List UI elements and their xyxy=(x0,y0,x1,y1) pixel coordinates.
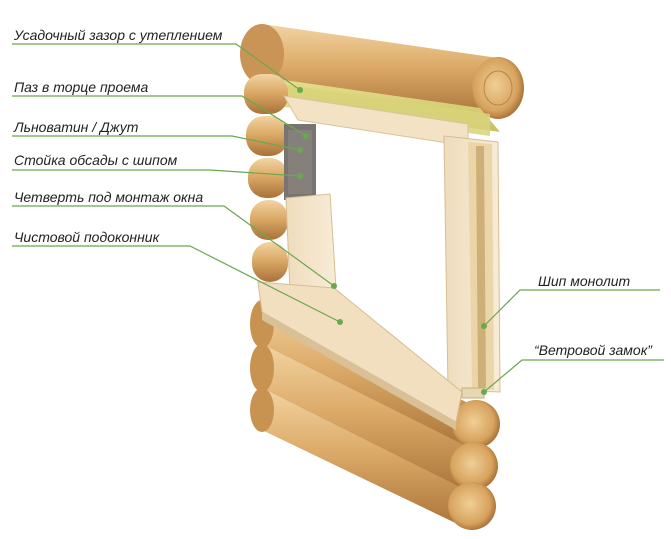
label-wind-lock: “Ветровой замок” xyxy=(534,342,652,358)
leader-shrink-gap xyxy=(12,43,301,91)
leader-flax-jute xyxy=(12,135,301,151)
label-monolith-tenon: Шип монолит xyxy=(538,273,631,289)
bottom-log-end-2 xyxy=(450,442,498,490)
leader-finish-sill xyxy=(12,245,341,323)
leader-window-rebate xyxy=(12,205,335,287)
left-wall-logs xyxy=(244,74,288,282)
leader-wind-lock xyxy=(483,359,664,393)
bottom-log-end-3 xyxy=(448,482,496,530)
marker-dots xyxy=(297,87,487,395)
label-flax-jute: Льноватин / Джут xyxy=(14,119,139,135)
leader-opening-groove xyxy=(12,95,307,137)
wind-lock xyxy=(461,387,485,399)
label-shrink-gap: Усадочный зазор с утеплением xyxy=(14,27,223,43)
bottom-logs xyxy=(250,300,500,530)
label-finish-sill: Чистовой подоконник xyxy=(14,229,160,245)
leader-casing-post xyxy=(12,169,301,177)
top-log-end xyxy=(472,57,524,119)
leader-lines xyxy=(12,43,664,393)
bottom-log-end-1 xyxy=(452,400,500,448)
top-log xyxy=(240,24,524,119)
label-window-rebate: Четверть под монтаж окна xyxy=(14,189,204,205)
finish-sill xyxy=(257,281,463,423)
label-opening-groove: Паз в торце проема xyxy=(14,79,149,95)
casing-post-left xyxy=(285,193,337,293)
label-casing-post: Стойка обсады с шипом xyxy=(14,152,178,168)
leader-monolith-tenon xyxy=(483,289,660,327)
